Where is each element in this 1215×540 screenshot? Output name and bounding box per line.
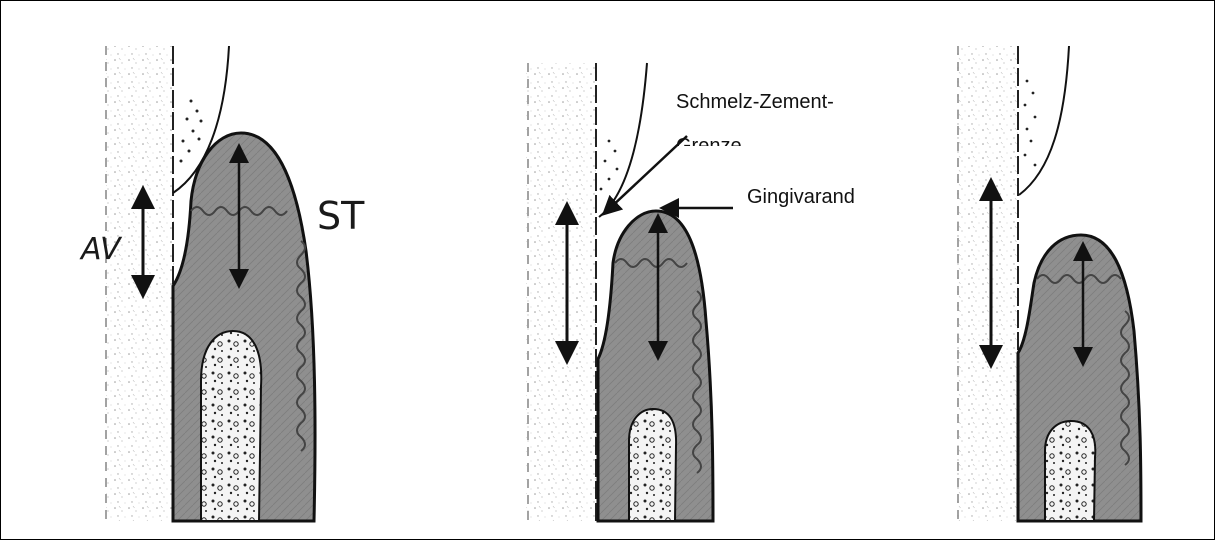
- label-st: ST: [317, 194, 365, 238]
- panel-2: Schmelz-Zement- Grenze Gingivarand: [526, 63, 855, 521]
- tooth-enamel-region: [956, 46, 1018, 521]
- alveolar-bone: [201, 331, 261, 521]
- alveolar-bone: [1045, 421, 1095, 521]
- panel-1: AV ST: [79, 46, 365, 521]
- tooth-enamel-region: [106, 46, 174, 521]
- label-cej-cont: Grenze: [676, 135, 742, 157]
- label-cej: Schmelz-Zement-: [676, 91, 834, 113]
- alveolar-bone: [629, 409, 676, 521]
- panel-3: [956, 46, 1141, 521]
- enamel-stipple: [600, 140, 619, 191]
- label-av: AV: [79, 232, 123, 267]
- enamel-curve: [1019, 46, 1069, 195]
- label-gingival-margin: Gingivarand: [747, 186, 855, 208]
- enamel-curve: [599, 63, 647, 217]
- enamel-stipple: [1024, 80, 1037, 167]
- label-cej-clip: Grenze: [676, 135, 742, 157]
- pointer-cej: [609, 136, 687, 209]
- tooth-enamel-region: [526, 63, 596, 521]
- enamel-stipple: [180, 100, 203, 163]
